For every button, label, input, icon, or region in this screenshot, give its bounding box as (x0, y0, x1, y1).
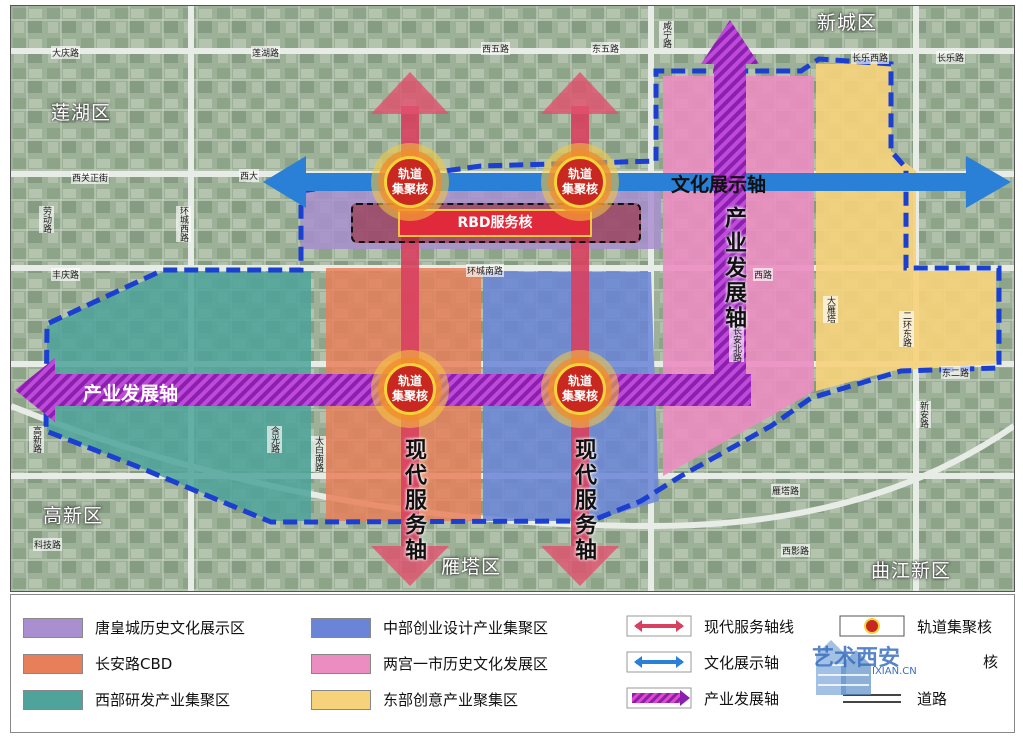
legend-label: 中部创业设计产业集聚区 (383, 619, 549, 637)
street-label: 西关正街 (71, 171, 110, 184)
service-axis-legend-icon (626, 615, 692, 637)
legend-item: 道路 (839, 687, 947, 709)
street-label: 东五路 (591, 42, 621, 55)
legend-label: 道路 (917, 689, 948, 708)
district-lianhu: 莲湖区 (51, 102, 112, 124)
street-label: 新安路 (916, 401, 931, 428)
industry-axis-legend-icon (626, 687, 692, 709)
building-watermark-icon (816, 640, 871, 695)
legend-label: 西部研发产业集聚区 (95, 691, 231, 709)
transit-core-ne: 轨道集聚核 (554, 156, 606, 208)
district-gaoxin: 高新区 (43, 505, 104, 527)
legend-item: 长安路CBD (23, 653, 172, 674)
legend-swatch (311, 653, 371, 674)
culture-axis-legend-icon (626, 651, 692, 673)
rbd-label: RBD服务核 (398, 209, 592, 237)
street-label: 西大 (239, 169, 260, 182)
legend-item: 轨道集聚核 (839, 615, 992, 637)
street-label: 咸宁路 (659, 21, 674, 48)
legend-item: 唐皇城历史文化展示区 (23, 617, 245, 638)
street-label: 二环东路 (899, 311, 914, 347)
transit-core-sw: 轨道集聚核 (384, 363, 436, 415)
planning-map: 新城区 莲湖区 高新区 雁塔区 曲江新区 大庆路 莲湖路 东五路 西五路 长乐西… (10, 5, 1015, 592)
culture-axis-label: 文化展示轴 (671, 174, 767, 196)
street-label: 科技路 (33, 538, 63, 551)
street-label: 环城西路 (176, 206, 191, 242)
street-label: 大庆路 (51, 46, 81, 59)
street-label: 劳动路 (39, 206, 54, 233)
service-axis-right-label: 现代服务轴 (571, 438, 596, 563)
legend-swatch (23, 653, 83, 674)
legend-label: 两宫一市历史文化发展区 (383, 655, 549, 673)
legend-item: 产业发展轴 (626, 687, 779, 709)
legend-item: 中部创业设计产业集聚区 (311, 617, 548, 638)
street-label: 长乐西路 (851, 51, 890, 64)
watermark-text: 艺术西安 (812, 646, 901, 671)
map-canvas (11, 6, 1014, 591)
legend-label: 轨道集聚核 (917, 617, 993, 636)
legend-label: 东部创意产业聚集区 (383, 691, 519, 709)
culture-axis (263, 156, 1011, 208)
street-label: 长乐路 (936, 51, 966, 64)
legend-item: 现代服务轴线 (626, 615, 794, 637)
legend-label: 产业发展轴 (704, 689, 780, 708)
industry-axis-west-label: 产业发展轴 (83, 383, 179, 405)
street-label: 东二路 (941, 366, 971, 379)
street-label: 高新路 (29, 426, 44, 453)
street-label: 莲湖路 (251, 46, 281, 59)
district-xincheng: 新城区 (817, 12, 878, 34)
legend-label: 核 (983, 653, 999, 671)
street-label: 大雁塔 (823, 296, 838, 323)
street-label: 西五路 (481, 42, 511, 55)
industry-axis-east-label: 产业发展轴 (721, 206, 746, 331)
legend-swatch (311, 689, 371, 710)
street-label: 丰庆路 (51, 268, 81, 281)
street-label: 雁塔路 (771, 484, 801, 497)
road-legend-icon (843, 694, 901, 703)
legend-item: 西部研发产业集聚区 (23, 689, 230, 710)
street-label: 环城南路 (466, 264, 505, 277)
zone-dongbu (816, 64, 996, 391)
legend-label: 文化展示轴 (704, 653, 780, 672)
legend-swatch (311, 617, 371, 638)
legend-label: 长安路CBD (95, 655, 173, 673)
transit-core-se: 轨道集聚核 (554, 363, 606, 415)
planning-boundary (43, 56, 1002, 525)
district-yanta: 雁塔区 (441, 556, 502, 578)
legend-item: 两宫一市历史文化发展区 (311, 653, 548, 674)
street-label: 西路 (753, 268, 774, 281)
watermark-url: IXIAN.CN (872, 666, 917, 677)
legend-label: 唐皇城历史文化展示区 (95, 619, 246, 637)
transit-core-legend-icon (839, 615, 905, 637)
legend-item: 文化展示轴 (626, 651, 779, 673)
street-label: 太白南路 (311, 436, 326, 472)
legend-swatch (23, 689, 83, 710)
legend: 唐皇城历史文化展示区 长安路CBD 西部研发产业集聚区 中部创业设计产业集聚区 … (10, 594, 1015, 733)
legend-item: 东部创意产业聚集区 (311, 689, 518, 710)
transit-core-nw: 轨道集聚核 (384, 156, 436, 208)
rbd-service-core: RBD服务核 (351, 203, 641, 243)
legend-label: 现代服务轴线 (704, 617, 795, 636)
street-label: 长安北路 (729, 326, 744, 362)
district-qujiang: 曲江新区 (871, 560, 952, 582)
legend-swatch (23, 617, 83, 638)
service-axis-left-label: 现代服务轴 (401, 438, 426, 563)
legend-item: 核 (983, 651, 998, 672)
street-label: 含光路 (267, 426, 282, 453)
street-label: 西影路 (781, 544, 811, 557)
